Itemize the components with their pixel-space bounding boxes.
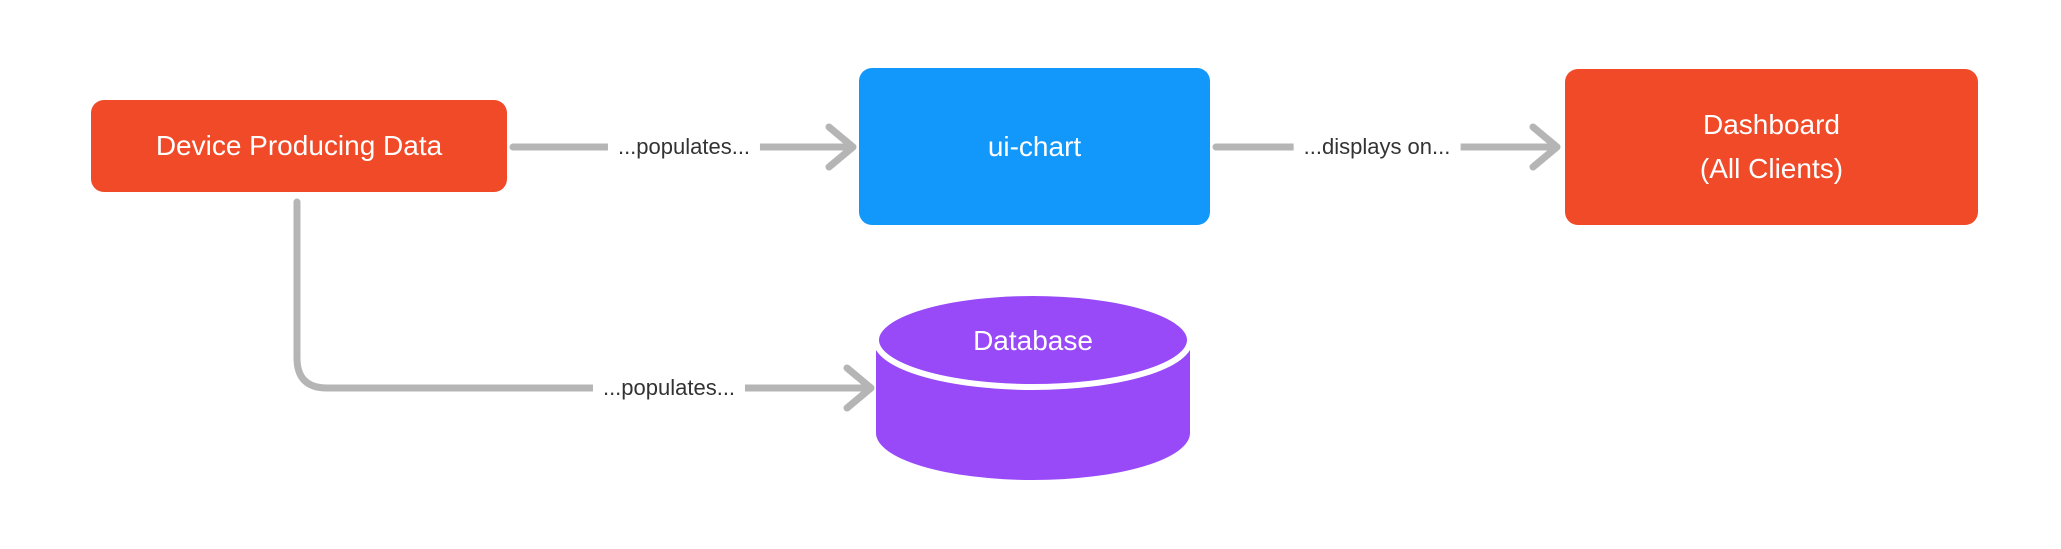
database-cylinder-body <box>876 340 1190 480</box>
node-device-label: Device Producing Data <box>155 130 443 161</box>
edge-label-populates-1: ...populates... <box>607 132 761 162</box>
node-dashboard-label-line1: Dashboard <box>1703 109 1840 140</box>
node-ui-chart: ui-chart <box>859 68 1210 225</box>
node-database: Database <box>876 293 1190 388</box>
node-database-label: Database <box>973 324 1093 356</box>
node-ui-chart-label: ui-chart <box>987 130 1082 162</box>
node-dashboard-label-line2: (All Clients) <box>1699 153 1844 184</box>
node-device: Device Producing Data <box>91 100 507 192</box>
arrow-head-icon <box>825 123 857 171</box>
arrow-head-icon <box>1529 123 1561 171</box>
edge-line-device-to-database <box>293 198 866 392</box>
edge-label-displays-on: ...displays on... <box>1293 132 1461 162</box>
database-cylinder-top <box>873 290 1193 390</box>
edge-label-populates-2: ...populates... <box>592 373 746 403</box>
node-dashboard: Dashboard (All Clients) <box>1565 69 1978 225</box>
arrow-head-icon <box>843 364 875 412</box>
